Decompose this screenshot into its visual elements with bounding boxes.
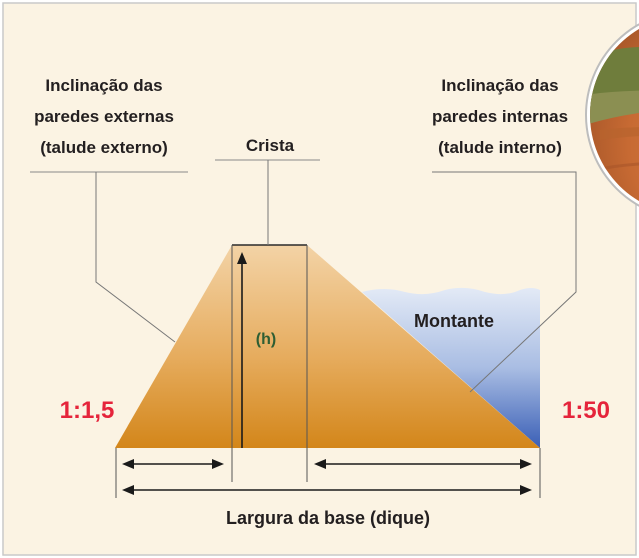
inner-slope-label-2: paredes internas — [432, 107, 568, 126]
outer-slope-label-1: Inclinação das — [45, 76, 162, 95]
base-width-label: Largura da base (dique) — [226, 508, 430, 528]
inner-ratio-label: 1:50 — [562, 397, 610, 424]
photo-inset — [585, 15, 639, 215]
upstream-label: Montante — [414, 311, 494, 331]
upstream-water — [362, 287, 540, 448]
leader-inner-slope — [432, 171, 577, 393]
height-label: (h) — [256, 331, 276, 348]
base-width-arrow — [122, 485, 532, 495]
inner-slope-label-3: (talude interno) — [438, 138, 562, 157]
leader-outer-slope-diag — [95, 172, 176, 343]
outer-ratio-label: 1:1,5 — [60, 397, 115, 424]
outer-slope-width-arrow — [122, 459, 224, 469]
inner-slope-label-1: Inclinação das — [441, 76, 558, 95]
inner-slope-width-arrow — [314, 459, 532, 469]
height-arrowhead — [237, 252, 247, 264]
dike-body — [115, 245, 540, 448]
crest-label: Crista — [246, 136, 295, 155]
outer-slope-label-3: (talude externo) — [40, 138, 168, 157]
outer-slope-label-2: paredes externas — [34, 107, 174, 126]
